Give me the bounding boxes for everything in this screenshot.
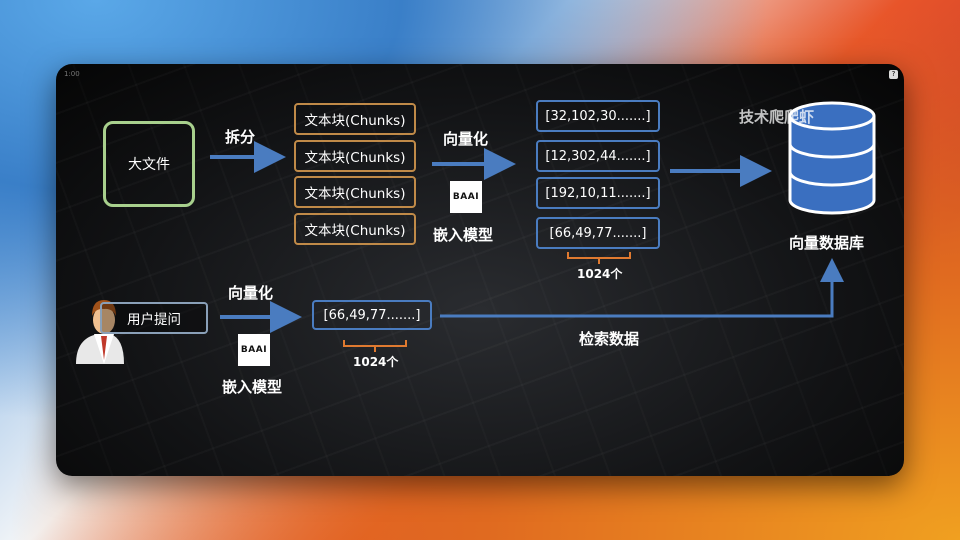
- database-icon: [788, 101, 876, 215]
- baai-logo-icon: BAAI: [450, 181, 482, 213]
- chunk-node: 文本块(Chunks): [294, 140, 416, 172]
- split-label: 拆分: [225, 128, 256, 146]
- user-query-node: 用户提问: [100, 302, 208, 334]
- big-file-node: 大文件: [103, 121, 195, 207]
- window-time: 1:00: [64, 70, 80, 78]
- retrieve-arrow: [440, 258, 844, 318]
- keyboard-background: [56, 64, 904, 476]
- vectorize-label-bottom: 向量化: [228, 284, 274, 302]
- help-icon[interactable]: ?: [889, 70, 898, 79]
- vectorize-label-top: 向量化: [443, 130, 489, 148]
- vector-db-label: 向量数据库: [789, 234, 865, 252]
- vector-node: [66,49,77.......]: [536, 217, 660, 249]
- embed-model-label-bottom: 嵌入模型: [222, 378, 283, 396]
- dim-brace-top: [567, 252, 631, 264]
- vector-node: [12,302,44.......]: [536, 140, 660, 172]
- chunk-node: 文本块(Chunks): [294, 176, 416, 208]
- baai-logo-icon: BAAI: [238, 334, 270, 366]
- dim-label-top: 1024个: [577, 267, 623, 281]
- diagram-arrows: [76, 101, 876, 364]
- user-avatar-icon: [76, 300, 124, 364]
- retrieve-label: 检索数据: [579, 330, 640, 348]
- embed-model-label-top: 嵌入模型: [433, 226, 494, 244]
- chunk-node: 文本块(Chunks): [294, 213, 416, 245]
- watermark: 技术爬爬虾: [739, 108, 815, 126]
- dim-brace-bottom: [343, 340, 407, 352]
- query-vector-node: [66,49,77.......]: [312, 300, 432, 330]
- dim-label-bottom: 1024个: [353, 355, 399, 369]
- chunk-node: 文本块(Chunks): [294, 103, 416, 135]
- vector-node: [32,102,30.......]: [536, 100, 660, 132]
- vector-node: [192,10,11.......]: [536, 177, 660, 209]
- presentation-window: 1:00 ?: [56, 64, 904, 476]
